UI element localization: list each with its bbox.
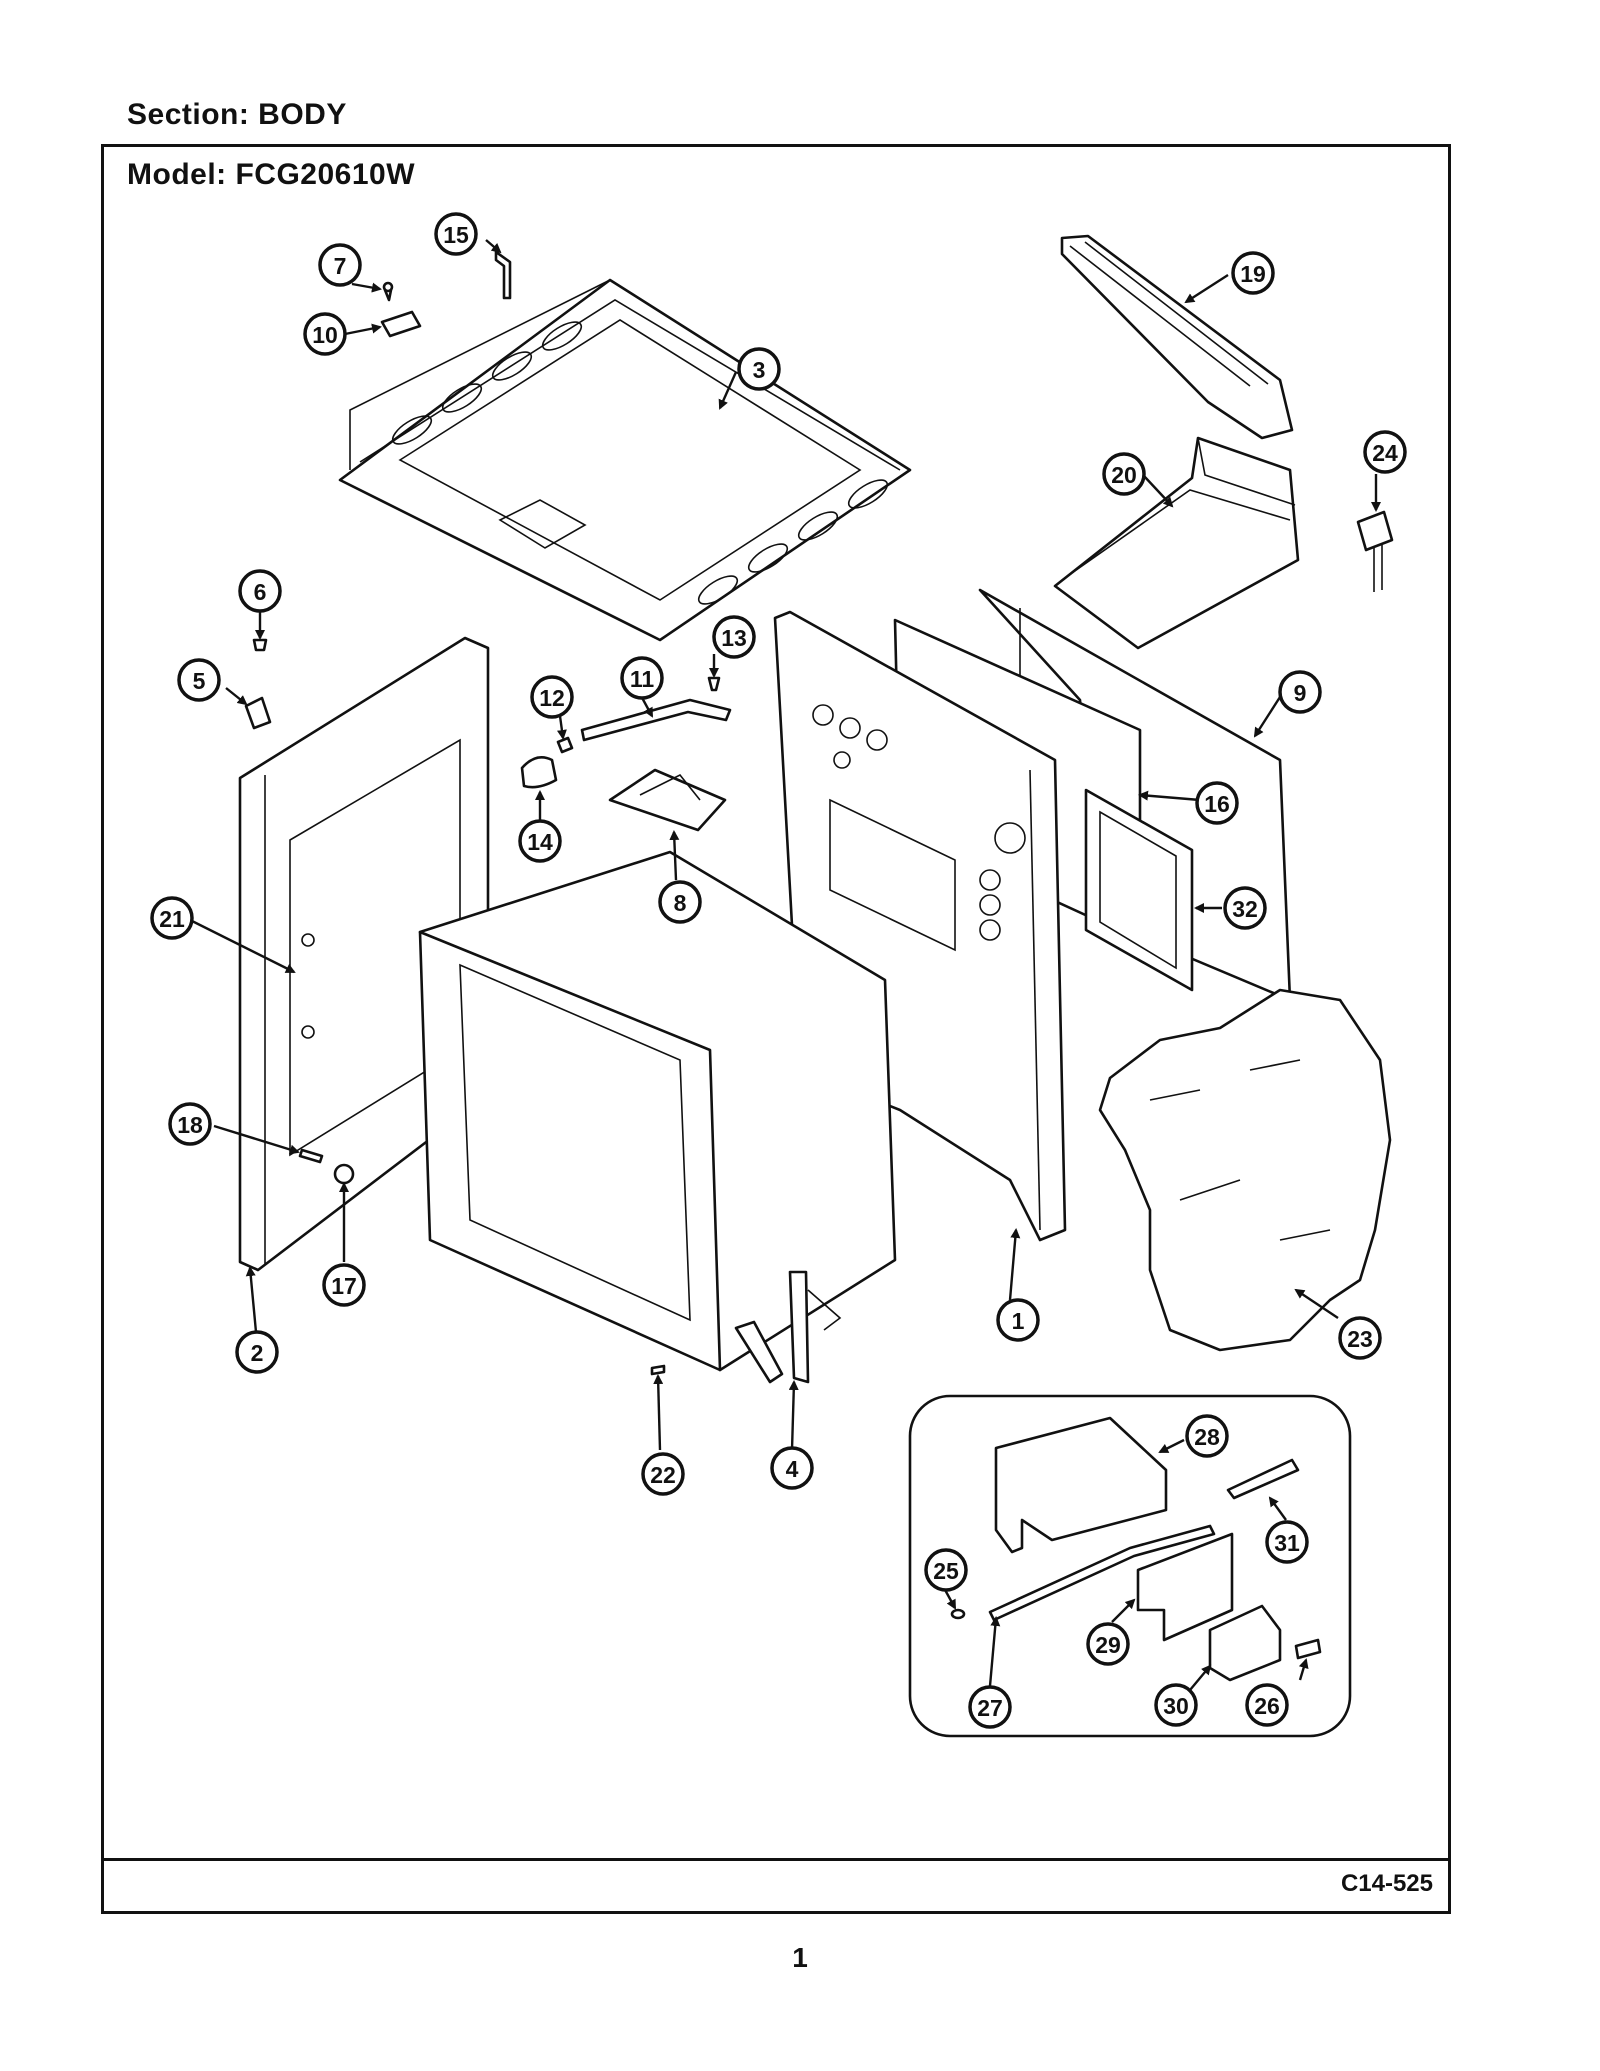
callout-23: 23 <box>1338 1316 1382 1360</box>
detail-inset <box>908 1394 1352 1738</box>
svg-text:3: 3 <box>753 357 766 383</box>
svg-text:28: 28 <box>1194 1424 1220 1450</box>
svg-text:21: 21 <box>159 906 185 932</box>
svg-text:1: 1 <box>1012 1308 1025 1334</box>
svg-text:20: 20 <box>1111 462 1137 488</box>
svg-text:25: 25 <box>933 1558 959 1584</box>
svg-text:29: 29 <box>1095 1632 1121 1658</box>
callout-16: 16 <box>1195 781 1239 825</box>
svg-text:31: 31 <box>1274 1530 1300 1556</box>
callout-21: 21 <box>150 896 194 940</box>
callout-1: 1 <box>996 1298 1040 1342</box>
callout-22: 22 <box>641 1452 685 1496</box>
callout-19: 19 <box>1231 251 1275 295</box>
callout-31: 31 <box>1265 1520 1309 1564</box>
callout-24: 24 <box>1363 430 1407 474</box>
callout-3: 3 <box>737 347 781 391</box>
svg-text:26: 26 <box>1254 1693 1280 1719</box>
callout-17: 17 <box>322 1263 366 1307</box>
callout-7: 7 <box>318 243 362 287</box>
svg-text:12: 12 <box>539 685 565 711</box>
screws <box>298 1148 666 1376</box>
svg-text:4: 4 <box>786 1456 799 1482</box>
left-small-parts <box>244 638 272 730</box>
diagram-code: C14-525 <box>1340 1870 1433 1897</box>
callout-5: 5 <box>177 658 221 702</box>
svg-text:8: 8 <box>674 890 687 916</box>
svg-text:2: 2 <box>251 1340 264 1366</box>
callout-28: 28 <box>1185 1414 1229 1458</box>
svg-text:18: 18 <box>177 1112 203 1138</box>
switch-connector <box>1356 510 1394 592</box>
svg-text:19: 19 <box>1240 261 1266 287</box>
callout-27: 27 <box>968 1685 1012 1729</box>
svg-text:22: 22 <box>650 1462 676 1488</box>
center-small-parts <box>520 676 732 789</box>
callout-4: 4 <box>770 1446 814 1490</box>
cooktop-tray <box>338 278 912 642</box>
svg-text:11: 11 <box>630 666 655 692</box>
callout-6: 6 <box>238 569 282 613</box>
svg-text:9: 9 <box>1294 680 1307 706</box>
door-hinge <box>734 1270 842 1384</box>
svg-text:17: 17 <box>331 1273 357 1299</box>
vent-duct <box>1060 234 1294 440</box>
callout-30: 30 <box>1154 1683 1198 1727</box>
footer-divider <box>101 1858 1451 1861</box>
oven-liner <box>418 850 897 1372</box>
leader-lines <box>189 239 1381 1691</box>
svg-text:24: 24 <box>1372 440 1398 466</box>
callout-14: 14 <box>518 819 562 863</box>
svg-text:15: 15 <box>443 222 469 248</box>
callout-13: 13 <box>712 615 756 659</box>
svg-text:5: 5 <box>193 668 206 694</box>
svg-text:10: 10 <box>312 322 338 348</box>
duct-assembly <box>1053 436 1300 650</box>
svg-text:13: 13 <box>721 625 747 651</box>
callout-20: 20 <box>1102 452 1146 496</box>
diagram-frame <box>101 144 1451 1914</box>
svg-text:7: 7 <box>334 253 347 279</box>
callout-25: 25 <box>924 1548 968 1592</box>
callout-15: 15 <box>434 212 478 256</box>
callout-12: 12 <box>530 675 574 719</box>
window-frame <box>1084 788 1194 992</box>
callout-8: 8 <box>658 880 702 924</box>
callout-11: 11 <box>620 656 664 700</box>
svg-text:14: 14 <box>527 829 553 855</box>
svg-text:32: 32 <box>1232 896 1258 922</box>
model-title: Model: FCG20610W <box>127 158 416 191</box>
section-title: Section: BODY <box>127 98 347 131</box>
callout-2: 2 <box>235 1330 279 1374</box>
svg-text:23: 23 <box>1347 1326 1373 1352</box>
callout-18: 18 <box>168 1102 212 1146</box>
callout-29: 29 <box>1086 1622 1130 1666</box>
callout-26: 26 <box>1245 1683 1289 1727</box>
svg-text:16: 16 <box>1204 791 1230 817</box>
page-number: 1 <box>792 1942 808 1973</box>
small-top-parts <box>380 250 512 338</box>
callout-32: 32 <box>1223 886 1267 930</box>
svg-text:27: 27 <box>977 1695 1003 1721</box>
insulation-blanket <box>1098 988 1392 1352</box>
callout-10: 10 <box>303 312 347 356</box>
callout-9: 9 <box>1278 670 1322 714</box>
svg-text:6: 6 <box>254 579 267 605</box>
latch-bracket <box>608 768 727 832</box>
svg-text:30: 30 <box>1163 1693 1189 1719</box>
